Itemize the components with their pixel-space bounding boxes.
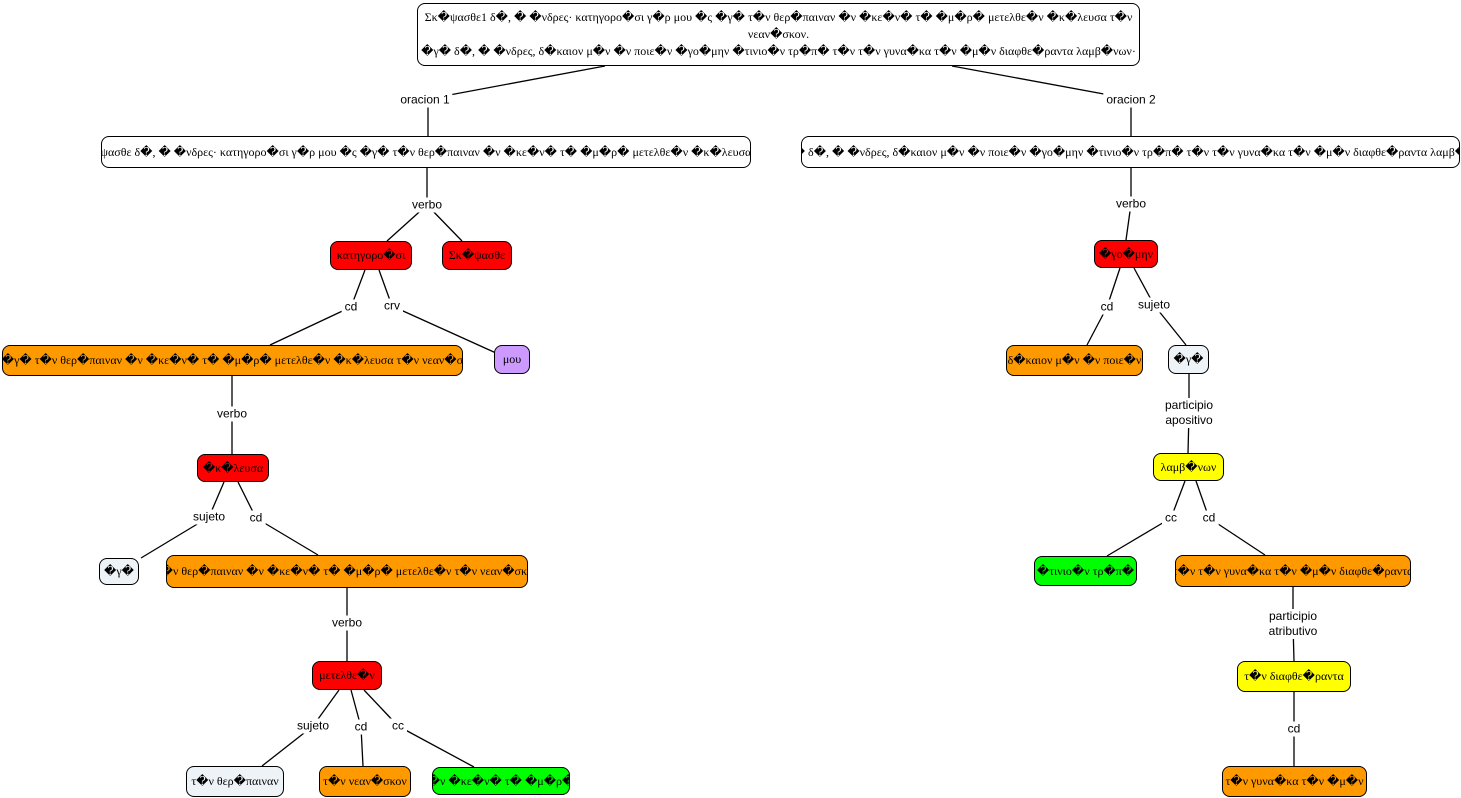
- edge-label-line: atributivo: [1268, 624, 1318, 638]
- edge-label-cc: cc: [1162, 510, 1180, 526]
- verb-node-ekeleusa[interactable]: �κ�λευσα: [197, 454, 269, 482]
- edge-label-cd: cd: [1097, 299, 1117, 315]
- circumstantial-node-tinioun[interactable]: �τινιο�ν τρ�π�: [1034, 556, 1137, 586]
- subject-node-ego[interactable]: �γ�: [99, 558, 139, 585]
- root-sentence-node[interactable]: Σκ�ψασθε1 δ�, � �νδρες· κατηγορο�σι γ�ρ …: [417, 3, 1140, 66]
- edge-label-crv: crv: [381, 298, 403, 314]
- edge-label-verbo: verbo: [213, 406, 251, 422]
- edge: [255, 517, 319, 556]
- edge-label-cc: cc: [389, 718, 407, 734]
- circumstantial-node-en-ekeine[interactable]: �ν �κε�ν� τ� �μ�ρ�: [432, 767, 570, 795]
- object-clause-node-hos[interactable]: �ς �γ� τ�ν θερ�παιναν �ν �κε�ν� τ� �μ�ρ�…: [2, 345, 463, 376]
- object-node-neaniskon[interactable]: τ�ν νεαν�σκον: [319, 766, 411, 797]
- edge-label-sujeto: sujeto: [293, 718, 333, 734]
- object-node-ton-gynaika[interactable]: τ�ν τ�ν γυνα�κα τ�ν �μ�ν διαφθε�ραντα: [1175, 555, 1411, 587]
- edge-label-line: participio: [1268, 609, 1318, 623]
- edge-label-cd: cd: [341, 299, 361, 315]
- edge-label-sujeto: sujeto: [1134, 297, 1174, 313]
- edge-label-cd: cd: [351, 719, 371, 735]
- sentence-1-node[interactable]: Σκ�ψασθε δ�, � �νδρες· κατηγορο�σι γ�ρ μ…: [101, 136, 751, 168]
- participle-node-diaftheiranta[interactable]: τ�ν διαφθε�ραντα: [1237, 661, 1351, 692]
- subject-node-ego[interactable]: �γ�: [1168, 345, 1209, 374]
- subject-node-therapainan[interactable]: τ�ν θερ�παιναν: [186, 766, 284, 797]
- edge-label-cd: cd: [1199, 510, 1219, 526]
- edge-label-verbo: verbo: [328, 615, 366, 631]
- object-clause-node-infinitive[interactable]: τ�ν θερ�παιναν �ν �κε�ν� τ� �μ�ρ� μετελθ…: [166, 555, 528, 588]
- edge: [269, 306, 352, 346]
- edge: [397, 725, 475, 768]
- edge: [391, 305, 497, 354]
- verb-node-hegoumen[interactable]: �γο�μην: [1094, 240, 1158, 268]
- root-sentence-line-1: Σκ�ψασθε1 δ�, � �νδρες· κατηγορο�σι γ�ρ …: [424, 10, 1133, 41]
- edge-label-cd: cd: [246, 510, 266, 526]
- edge: [951, 65, 1132, 100]
- edge-label-participio-apositivo: participio apositivo: [1161, 398, 1217, 428]
- edge-label-line: apositivo: [1165, 413, 1213, 427]
- edge: [427, 65, 606, 100]
- object-node-dikaion[interactable]: δ�καιον μ�ν �ν ποιε�ν: [1006, 345, 1143, 376]
- edge-label-oracion-1: oracion 1: [397, 92, 453, 108]
- edge-label-line: participio: [1164, 398, 1214, 412]
- regime-node-mou[interactable]: μου: [494, 345, 530, 374]
- edge: [1106, 517, 1172, 557]
- object-node-gynaika[interactable]: τ�ν γυνα�κα τ�ν �μ�ν: [1222, 766, 1367, 797]
- edge-label-participio-atributivo: participio atributivo: [1265, 609, 1321, 639]
- edge-label-cd: cd: [1284, 721, 1304, 737]
- edge-label-sujeto: sujeto: [189, 509, 229, 525]
- edge-label-oracion-2: oracion 2: [1103, 92, 1159, 108]
- edge-label-verbo: verbo: [408, 197, 446, 213]
- verb-node-metelthein[interactable]: μετελθε�ν: [312, 661, 382, 690]
- verb-node-skepsasthe[interactable]: Σκ�ψασθε: [442, 241, 512, 270]
- root-sentence-line-2: �γ� δ�, � �νδρες, δ�καιον μ�ν �ν ποιε�ν …: [421, 44, 1136, 58]
- participle-node-lambanon[interactable]: λαμβ�νων: [1153, 453, 1224, 481]
- sentence-2-node[interactable]: �γ� δ�, � �νδρες, δ�καιον μ�ν �ν ποιε�ν …: [801, 136, 1460, 168]
- verb-node-katigorousi[interactable]: κατηγορο�σι: [330, 241, 412, 270]
- edge-label-verbo: verbo: [1112, 196, 1150, 212]
